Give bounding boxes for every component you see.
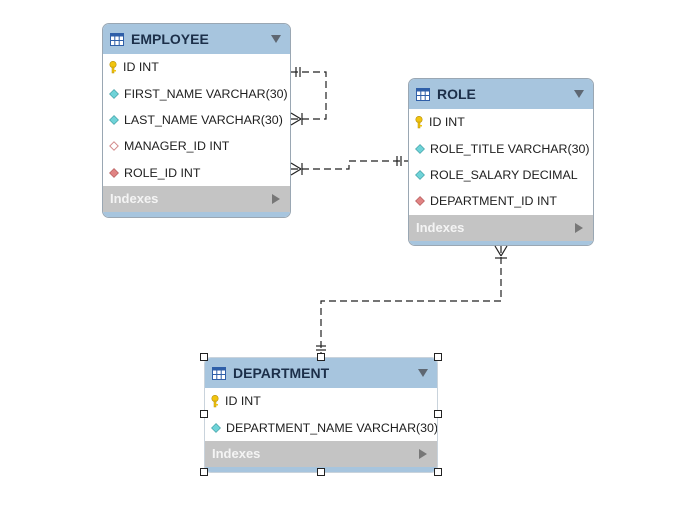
column-diamond-icon (109, 88, 119, 99)
employee-column-id[interactable]: ID INT (103, 54, 290, 80)
department-indexes-row[interactable]: Indexes (205, 440, 437, 467)
employee-indexes-row[interactable]: Indexes (103, 185, 290, 212)
nullable-column-diamond-icon (109, 141, 119, 152)
collapse-arrow-icon[interactable] (418, 369, 428, 377)
department-table-header[interactable]: DEPARTMENT (205, 358, 437, 388)
employee-role-relationship[interactable] (290, 156, 408, 176)
table-icon (110, 32, 124, 46)
role-column-department-id[interactable]: DEPARTMENT_ID INT (409, 188, 593, 214)
expand-arrow-icon[interactable] (272, 193, 280, 204)
selection-handles (200, 353, 442, 476)
column-label: LAST_NAME VARCHAR(30) (124, 112, 283, 127)
collapse-arrow-icon[interactable] (271, 35, 281, 43)
resize-handle[interactable] (200, 468, 208, 476)
column-label: ID INT (225, 394, 261, 409)
employee-column-last-name[interactable]: LAST_NAME VARCHAR(30) (103, 107, 290, 133)
resize-handle[interactable] (317, 468, 325, 476)
column-label: DEPARTMENT_NAME VARCHAR(30) (226, 420, 438, 435)
department-column-department-name[interactable]: DEPARTMENT_NAME VARCHAR(30) (205, 414, 437, 440)
column-label: ID INT (123, 60, 159, 75)
expand-arrow-icon[interactable] (575, 222, 583, 233)
resize-handle[interactable] (317, 353, 325, 361)
department-table-title: DEPARTMENT (233, 365, 330, 381)
column-diamond-icon (415, 143, 425, 154)
table-icon (416, 87, 430, 101)
table-footer (409, 240, 593, 245)
foreign-key-diamond-icon (109, 167, 119, 178)
employee-column-first-name[interactable]: FIRST_NAME VARCHAR(30) (103, 80, 290, 106)
resize-handle[interactable] (434, 353, 442, 361)
indexes-label: Indexes (110, 191, 159, 207)
employee-manager-self-relationship[interactable] (290, 67, 327, 126)
role-department-relationship[interactable] (316, 245, 508, 357)
table-footer (103, 211, 290, 217)
role-column-role-salary[interactable]: ROLE_SALARY DECIMAL (409, 162, 593, 188)
expand-arrow-icon[interactable] (419, 448, 427, 459)
column-label: ROLE_TITLE VARCHAR(30) (430, 141, 590, 156)
column-diamond-icon (415, 170, 425, 180)
role-table[interactable]: ROLE ID INT ROLE_TITLE VARCHAR(30) ROLE_… (408, 78, 594, 246)
role-table-header[interactable]: ROLE (409, 79, 593, 109)
employee-table-header[interactable]: EMPLOYEE (103, 24, 290, 54)
primary-key-icon (211, 394, 221, 408)
resize-handle[interactable] (434, 410, 442, 418)
collapse-arrow-icon[interactable] (574, 90, 584, 98)
department-table[interactable]: DEPARTMENT ID INT DEPARTMENT_NAME VARCHA… (204, 357, 438, 473)
primary-key-icon (415, 115, 425, 129)
resize-handle[interactable] (200, 353, 208, 361)
role-indexes-row[interactable]: Indexes (409, 214, 593, 241)
primary-key-icon (109, 60, 119, 74)
table-icon (212, 366, 226, 380)
column-label: FIRST_NAME VARCHAR(30) (124, 86, 288, 101)
role-column-role-title[interactable]: ROLE_TITLE VARCHAR(30) (409, 135, 593, 161)
employee-table-title: EMPLOYEE (131, 31, 209, 47)
column-diamond-icon (211, 422, 221, 433)
role-column-id[interactable]: ID INT (409, 109, 593, 135)
indexes-label: Indexes (416, 220, 465, 236)
employee-column-role-id[interactable]: ROLE_ID INT (103, 160, 290, 186)
column-label: ROLE_SALARY DECIMAL (430, 167, 578, 182)
employee-column-manager-id[interactable]: MANAGER_ID INT (103, 133, 290, 159)
column-label: ID INT (429, 115, 465, 130)
resize-handle[interactable] (434, 468, 442, 476)
foreign-key-diamond-icon (415, 196, 425, 207)
column-diamond-icon (109, 115, 119, 125)
employee-table[interactable]: EMPLOYEE ID INT FIRST_NAME VARCHAR(30) L… (102, 23, 291, 218)
department-column-id[interactable]: ID INT (205, 388, 437, 414)
role-table-title: ROLE (437, 86, 476, 102)
resize-handle[interactable] (200, 410, 208, 418)
column-label: MANAGER_ID INT (124, 139, 230, 154)
column-label: ROLE_ID INT (124, 165, 201, 180)
indexes-label: Indexes (212, 446, 261, 462)
column-label: DEPARTMENT_ID INT (430, 194, 557, 209)
